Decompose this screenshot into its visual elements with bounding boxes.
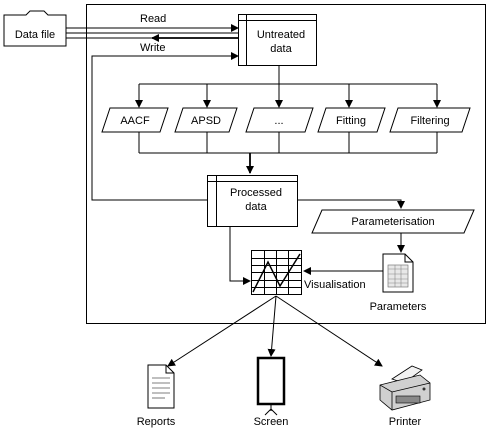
process-apsd: APSD [174, 107, 238, 133]
parameterisation-node: Parameterisation [311, 209, 475, 234]
printer-label: Printer [389, 416, 422, 428]
process-ellipsis: ... [245, 107, 314, 133]
untreated-label-2: data [270, 43, 292, 55]
chart-icon [251, 250, 302, 295]
write-label: Write [140, 42, 165, 54]
visualisation-label: Visualisation [304, 279, 366, 291]
printer-node: Printer [379, 365, 431, 428]
process-fitting: Fitting [317, 107, 386, 133]
printer-icon [379, 365, 431, 411]
folder-icon [3, 10, 67, 47]
untreated-label-1: Untreated [257, 29, 305, 41]
visualisation-node: Visualisation [251, 250, 366, 295]
parameters-label: Parameters [370, 301, 427, 313]
reports-label: Reports [137, 416, 176, 428]
processed-data-store: Processed data [207, 175, 298, 227]
reports-node: Reports [137, 364, 176, 428]
process-filtering: Filtering [389, 107, 471, 133]
parameterisation-label: Parameterisation [351, 216, 434, 228]
process-label-aacf: AACF [120, 115, 150, 127]
process-label-apsd: APSD [191, 115, 221, 127]
system-boundary [86, 4, 486, 324]
process-label-filtering: Filtering [410, 115, 449, 127]
data-file-label: Data file [15, 29, 55, 41]
processed-label-1: Processed [230, 187, 282, 199]
projector-screen-icon [256, 356, 286, 416]
read-label: Read [140, 13, 166, 25]
untreated-data-store: Untreated data [238, 14, 317, 66]
screen-label: Screen [254, 416, 289, 428]
parameters-node: Parameters [370, 253, 427, 313]
processed-label-2: data [245, 201, 267, 213]
process-aacf: AACF [101, 107, 169, 133]
process-label-ellipsis: ... [274, 115, 283, 127]
spreadsheet-icon [382, 253, 414, 293]
data-file-node: Data file [3, 10, 67, 47]
screen-node: Screen [254, 356, 289, 428]
process-label-fitting: Fitting [336, 115, 366, 127]
document-icon [147, 364, 175, 409]
